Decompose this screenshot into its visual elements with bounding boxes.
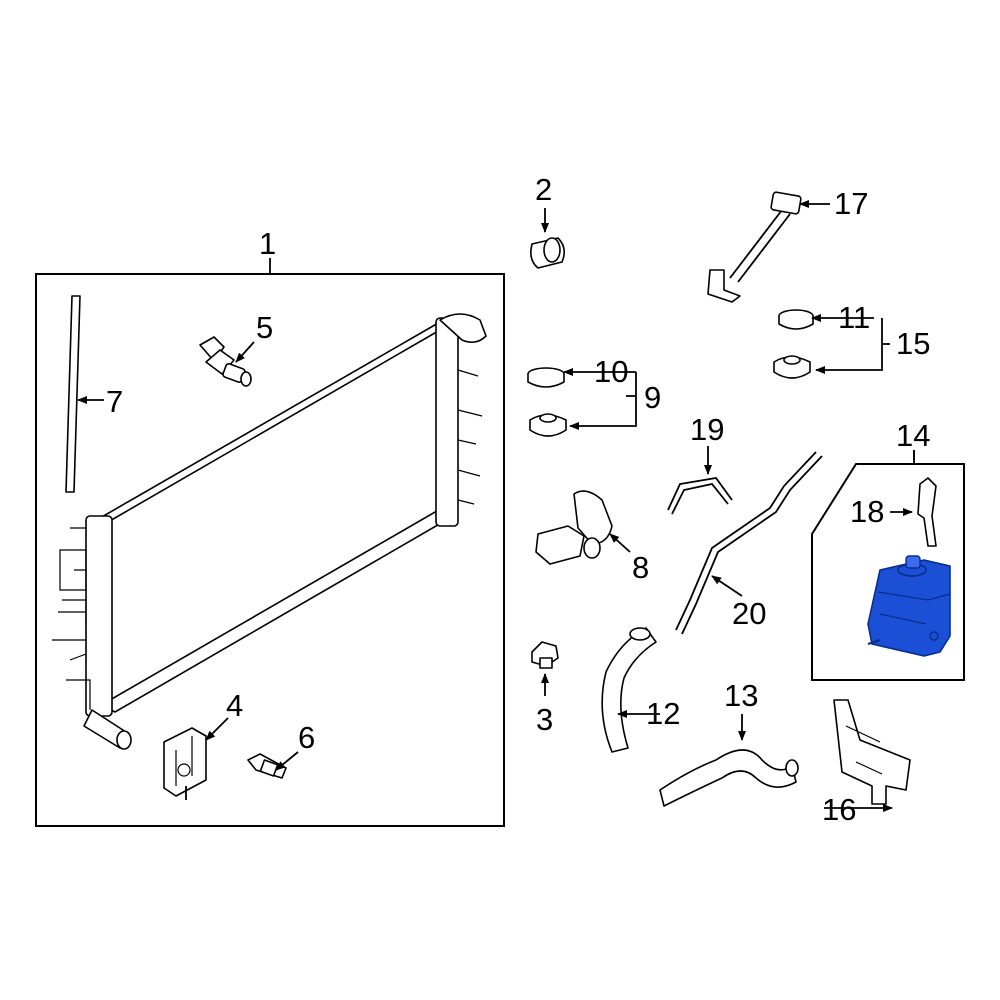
callout-7: 7 bbox=[106, 384, 123, 419]
coolant-reservoir[interactable] bbox=[867, 555, 951, 657]
drain-plug[interactable] bbox=[247, 753, 287, 779]
radiator-core[interactable] bbox=[52, 313, 487, 750]
coolant-hose-13[interactable] bbox=[659, 749, 799, 807]
callout-9: 9 bbox=[644, 380, 661, 415]
callout-11: 11 bbox=[838, 300, 870, 335]
callout-4: 4 bbox=[226, 688, 243, 723]
bushing[interactable] bbox=[530, 237, 566, 269]
callout-6: 6 bbox=[298, 720, 315, 755]
cap-10[interactable] bbox=[527, 367, 565, 388]
callout-5: 5 bbox=[256, 310, 273, 345]
callout-10: 10 bbox=[594, 354, 628, 389]
callout-13: 13 bbox=[724, 678, 758, 713]
callout-16: 16 bbox=[822, 792, 856, 827]
cap-11[interactable] bbox=[778, 309, 814, 330]
callout-19: 19 bbox=[690, 412, 724, 447]
temperature-sensor[interactable] bbox=[199, 336, 252, 387]
radiator-group-box bbox=[35, 258, 505, 827]
cap-assembly-15[interactable] bbox=[773, 355, 811, 379]
reservoir-bracket-16[interactable] bbox=[833, 699, 911, 805]
callout-20: 20 bbox=[732, 596, 766, 631]
callout-3: 3 bbox=[536, 702, 553, 737]
callout-14: 14 bbox=[896, 418, 930, 453]
callout-18: 18 bbox=[850, 494, 884, 529]
cap-assembly-9[interactable] bbox=[529, 413, 567, 437]
bypass-pipe-19[interactable] bbox=[667, 477, 733, 515]
callout-8: 8 bbox=[632, 550, 649, 585]
overflow-tube-18[interactable] bbox=[917, 477, 937, 547]
coolant-hose-12[interactable] bbox=[601, 627, 657, 753]
coolant-pipe-20[interactable] bbox=[675, 451, 823, 635]
sensor-bracket-17[interactable] bbox=[707, 191, 802, 303]
retaining-clip[interactable] bbox=[531, 641, 559, 669]
radiator-seal-strip[interactable] bbox=[65, 295, 81, 493]
callout-17: 17 bbox=[834, 186, 868, 221]
callout-1: 1 bbox=[259, 226, 276, 261]
callout-12: 12 bbox=[646, 696, 680, 731]
callout-15: 15 bbox=[896, 326, 930, 361]
thermostat-housing[interactable] bbox=[535, 490, 613, 565]
callout-2: 2 bbox=[535, 172, 552, 207]
leader-lines bbox=[77, 200, 915, 812]
callout-labels: 1 2 3 4 5 6 7 8 9 10 11 12 13 14 15 16 1… bbox=[106, 172, 930, 827]
radiator-bracket[interactable] bbox=[163, 727, 207, 800]
